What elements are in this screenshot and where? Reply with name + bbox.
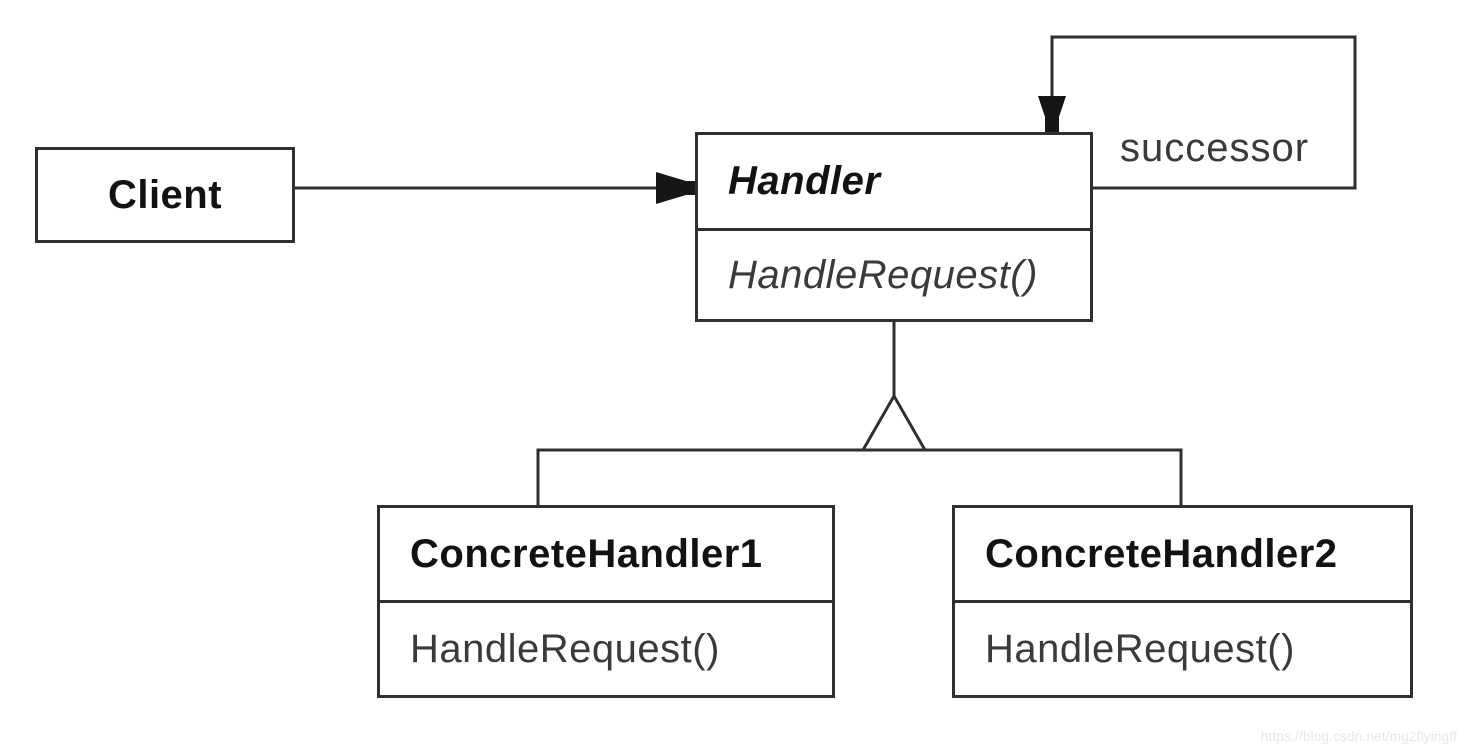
watermark: https://blog.csdn.net/mg2flyingff (1260, 729, 1457, 744)
handler-class-name: Handler (728, 159, 881, 203)
handler-class-method: HandleRequest() (728, 252, 1038, 297)
generalization-connector-line (536, 448, 1183, 506)
client-class-box: Client (35, 147, 295, 243)
concrete-handler-1-class-method: HandleRequest() (410, 626, 720, 671)
client-class-name: Client (107, 172, 223, 217)
concrete-handler-1-title-compartment: ConcreteHandler1 (380, 508, 832, 603)
client-class-title-compartment: Client (38, 150, 292, 240)
handler-class-box: Handler HandleRequest() (695, 132, 1093, 322)
association-arrowhead-right-icon (656, 172, 695, 204)
successor-arrowhead-down-icon (1038, 96, 1066, 133)
handler-class-method-compartment: HandleRequest() (698, 231, 1090, 319)
concrete-handler-2-class-box: ConcreteHandler2 HandleRequest() (952, 505, 1413, 698)
successor-association-line (1050, 35, 1357, 190)
handler-class-title-compartment: Handler (698, 135, 1090, 231)
concrete-handler-1-class-box: ConcreteHandler1 HandleRequest() (377, 505, 835, 698)
concrete-handler-2-class-name: ConcreteHandler2 (985, 531, 1338, 576)
concrete-handler-1-method-compartment: HandleRequest() (380, 603, 832, 695)
concrete-handler-1-class-name: ConcreteHandler1 (410, 531, 763, 576)
concrete-handler-2-title-compartment: ConcreteHandler2 (955, 508, 1410, 603)
concrete-handler-2-class-method: HandleRequest() (985, 626, 1295, 671)
inheritance-triangle-icon (860, 392, 928, 452)
successor-label: successor (1120, 126, 1310, 170)
concrete-handler-2-method-compartment: HandleRequest() (955, 603, 1410, 695)
